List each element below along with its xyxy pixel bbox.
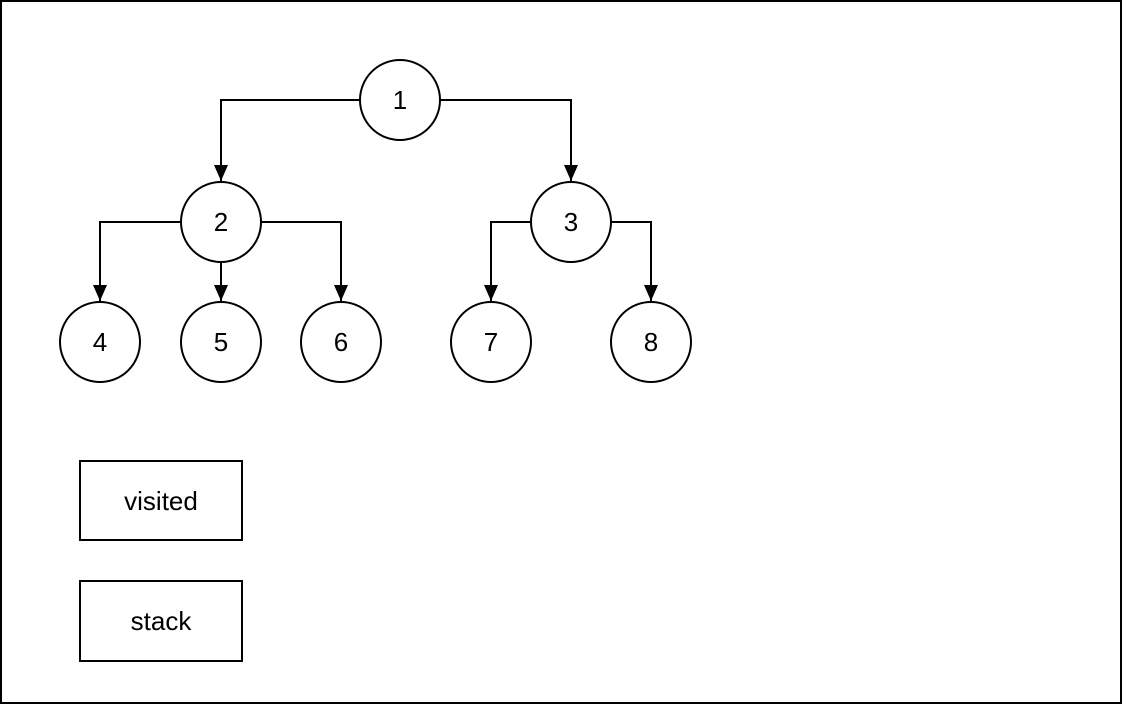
node-circle [450, 301, 532, 383]
node-label: 4 [93, 327, 107, 357]
node-circle [59, 301, 141, 383]
node-circle [530, 181, 612, 263]
node-circle [180, 301, 262, 383]
node-circle [610, 301, 692, 383]
edge-1-2 [214, 99, 360, 181]
node-circle [180, 181, 262, 263]
edge-2-6 [261, 221, 348, 301]
tree-node-8[interactable]: 8 [610, 301, 692, 383]
node-label: 5 [214, 327, 228, 357]
tree-node-6[interactable]: 6 [300, 301, 382, 383]
tree-node-2[interactable]: 2 [180, 181, 262, 263]
tree-node-1[interactable]: 1 [359, 59, 441, 141]
visited-box[interactable]: visited [79, 460, 243, 541]
tree-node-4[interactable]: 4 [59, 301, 141, 383]
tree-edges [93, 99, 658, 301]
stack-box-rect [79, 580, 243, 662]
node-label: 6 [334, 327, 348, 357]
node-circle [300, 301, 382, 383]
edge-3-8 [611, 221, 658, 301]
visited-box-label: visited [124, 486, 198, 516]
visited-box-rect [79, 460, 243, 541]
node-circle [359, 59, 441, 141]
edge-2-4 [93, 221, 181, 301]
node-label: 7 [484, 327, 498, 357]
stack-box-label: stack [131, 606, 193, 636]
node-label: 3 [564, 207, 578, 237]
tree-node-5[interactable]: 5 [180, 301, 262, 383]
edge-1-3 [440, 99, 578, 181]
stack-box[interactable]: stack [79, 580, 243, 662]
tree-node-3[interactable]: 3 [530, 181, 612, 263]
tree-node-7[interactable]: 7 [450, 301, 532, 383]
node-label: 2 [214, 207, 228, 237]
node-label: 1 [393, 85, 407, 115]
node-label: 8 [644, 327, 658, 357]
edge-3-7 [484, 221, 531, 301]
